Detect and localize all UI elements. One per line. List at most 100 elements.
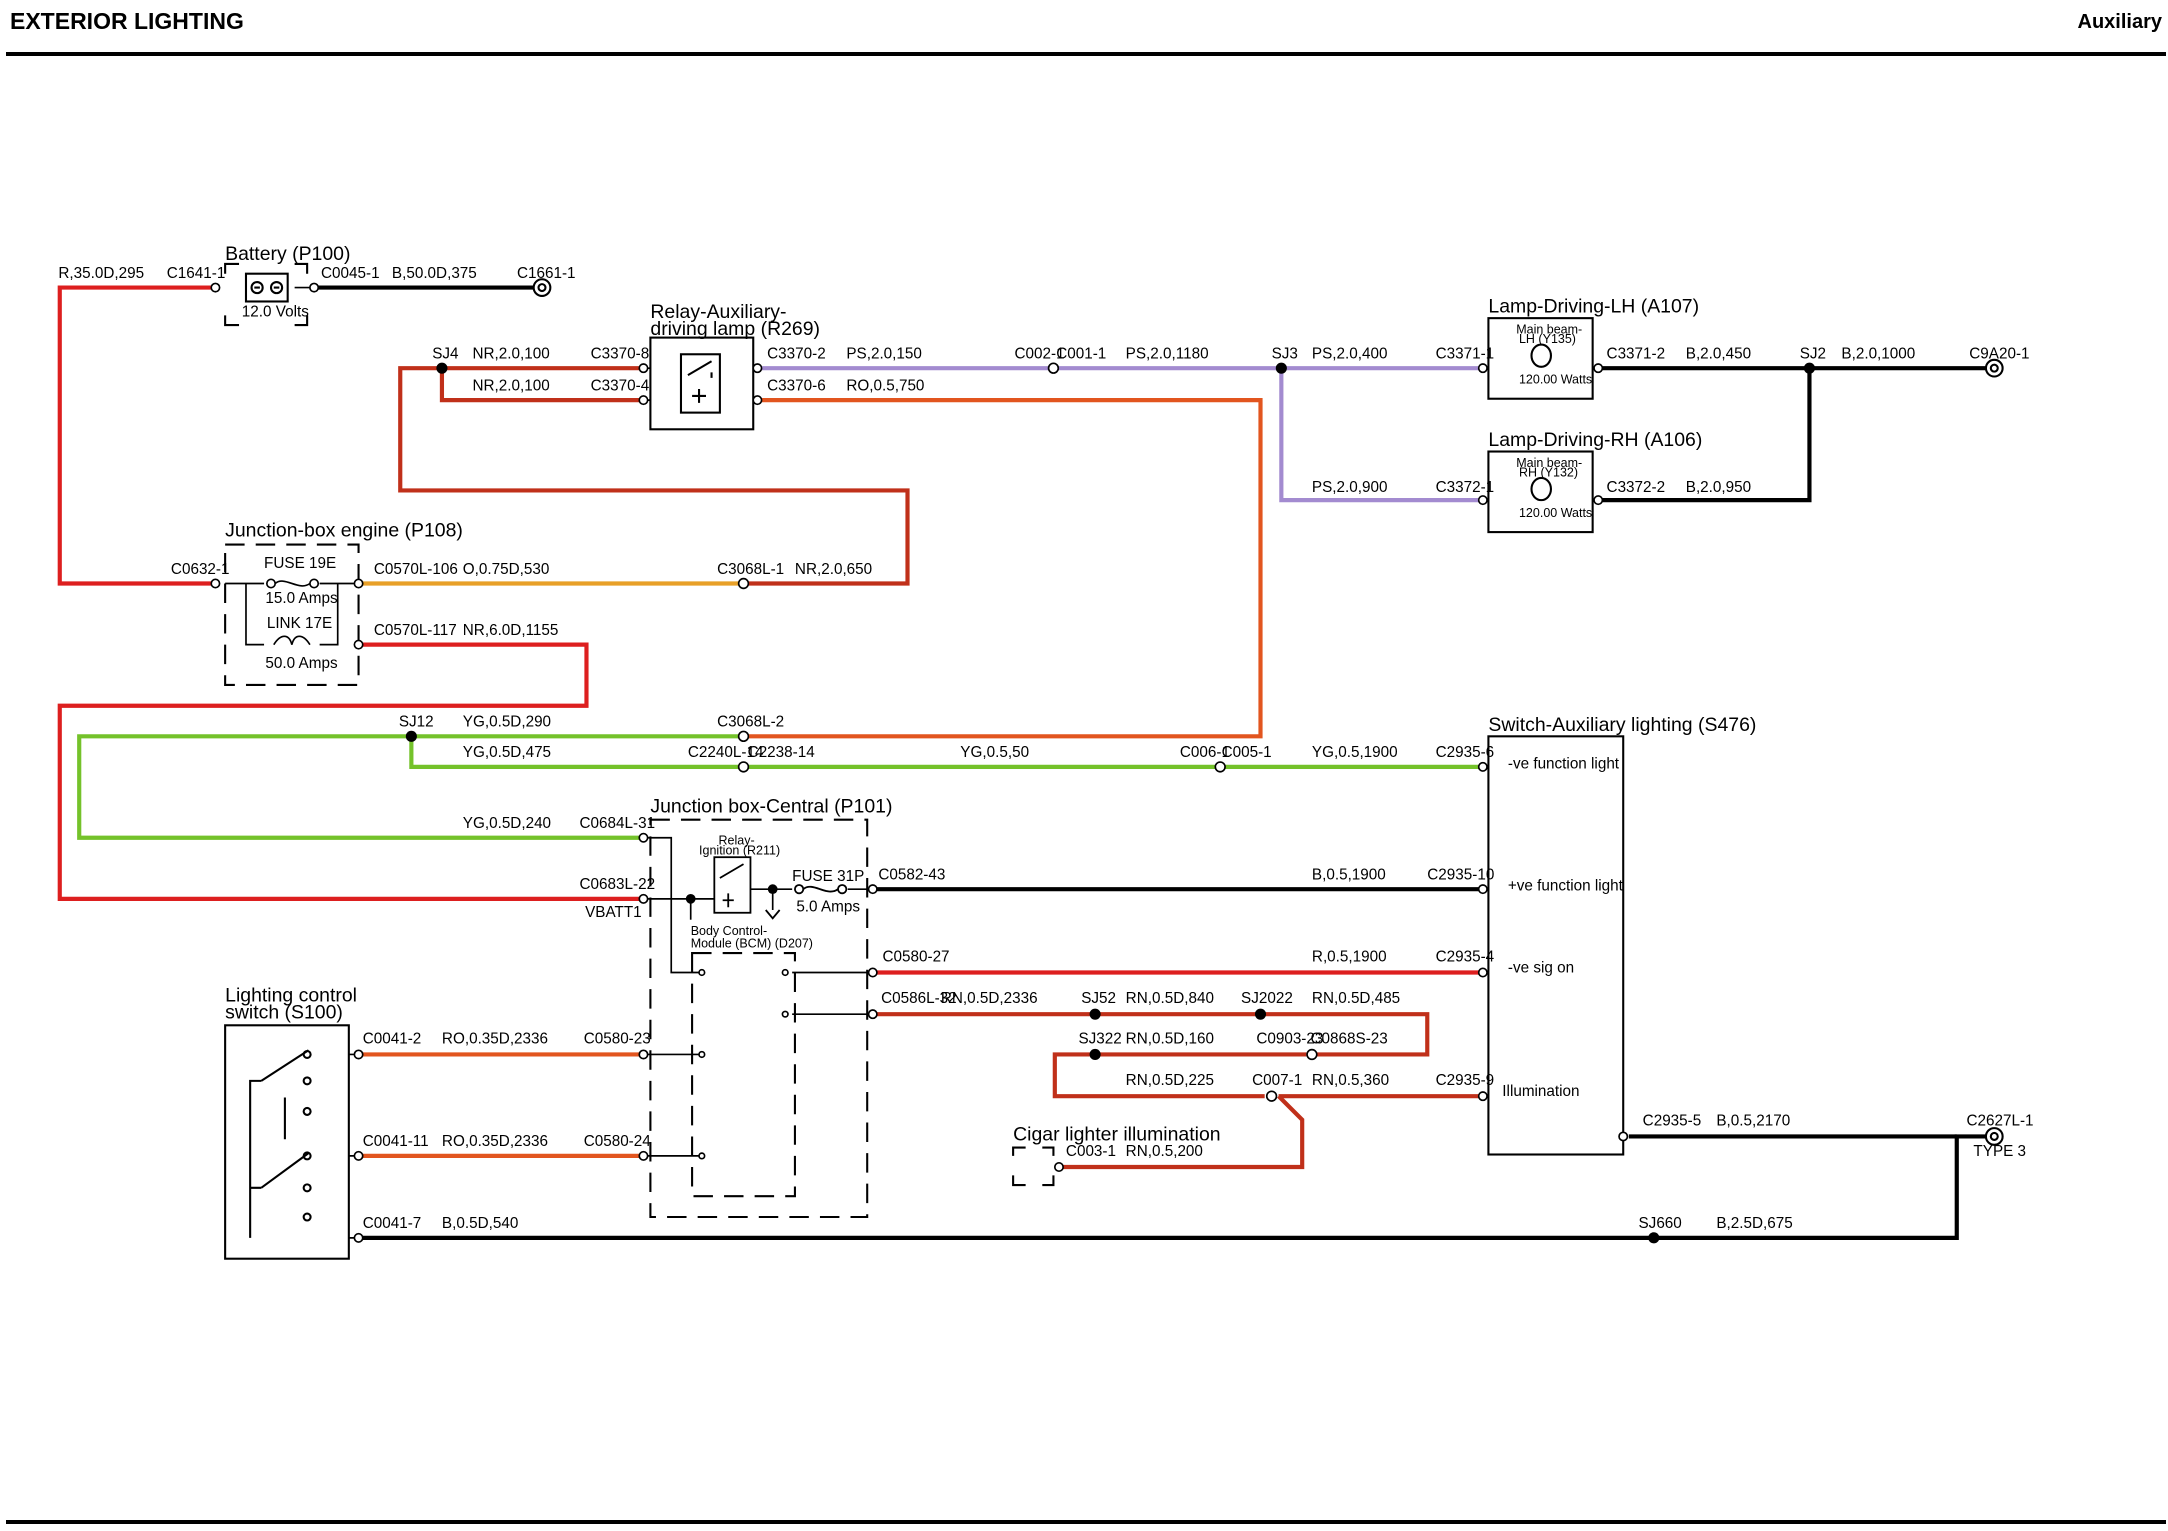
label-w-r1900: R,0.5,1900 <box>1312 948 1387 965</box>
label-c0570-106: C0570L-106 <box>374 561 458 578</box>
label-c0041-11: C0041-11 <box>363 1133 429 1150</box>
label-c3372-1: C3372-1 <box>1436 479 1495 496</box>
label-w-b1900: B,0.5,1900 <box>1312 866 1386 883</box>
switch-aux-pin-4: Illumination <box>1502 1083 1579 1100</box>
header-bar: EXTERIOR LIGHTING Auxiliary <box>0 0 2168 60</box>
label-c1661: C1661-1 <box>517 265 576 282</box>
wire-labels: R,35.0D,295 C1641-1 C0045-1 B,50.0D,375 … <box>58 265 2033 1232</box>
switch-aux-label: Switch-Auxiliary lighting (S476) <box>1488 714 1756 736</box>
label-c0045: C0045-1 <box>321 265 380 282</box>
label-c0580-23: C0580-23 <box>584 1030 651 1047</box>
label-sj12: SJ12 <box>399 714 434 731</box>
lamp-lh-box <box>1487 317 1594 400</box>
switch-aux-pin-1: -ve function light <box>1508 755 1620 772</box>
jbox-engine-label: Junction-box engine (P108) <box>225 519 463 541</box>
relay-aux-label-2: driving lamp (R269) <box>650 318 820 340</box>
label-w-b540: B,0.5D,540 <box>442 1215 518 1232</box>
link-17e-amps: 50.0 Amps <box>265 655 338 672</box>
switch-aux-pin-3: -ve sig on <box>1508 960 1574 977</box>
label-w-b675: B,2.5D,675 <box>1716 1215 1792 1232</box>
label-w-rn200: RN,0.5,200 <box>1126 1143 1203 1160</box>
label-w-nr100b: NR,2.0,100 <box>473 377 550 394</box>
label-c3068-1: C3068L-1 <box>717 561 784 578</box>
ground-terminals <box>532 278 2004 1146</box>
lamp-lh-watts: 120.00 Watts <box>1519 372 1592 386</box>
cigar-label: Cigar lighter illumination <box>1013 1124 1220 1146</box>
relay-ignition <box>713 856 848 920</box>
wire-ro-750 <box>746 398 1263 739</box>
label-c3370-6: C3370-6 <box>767 377 826 394</box>
label-c3371-2: C3371-2 <box>1607 345 1666 362</box>
jbox-central-box <box>649 818 869 1219</box>
label-c0580-24: C0580-24 <box>584 1133 652 1150</box>
label-w-nr100a: NR,2.0,100 <box>473 345 550 362</box>
relay-aux-box <box>649 336 755 431</box>
label-sj322: SJ322 <box>1078 1030 1121 1047</box>
fuse-19e-label: FUSE 19E <box>264 555 336 572</box>
relay-ign-label-1: Relay- <box>718 834 754 848</box>
fuse-31p-amps: 5.0 Amps <box>796 898 860 915</box>
label-sj4: SJ4 <box>432 345 459 362</box>
lamp-lh-inner-2: LH (Y135) <box>1519 332 1576 346</box>
label-c3370-4: C3370-4 <box>591 377 650 394</box>
label-w-b950: B,2.0,950 <box>1686 479 1751 496</box>
lamp-rh-label: Lamp-Driving-RH (A106) <box>1488 429 1702 451</box>
label-c0586: C0586L-32 <box>881 990 957 1007</box>
terminals <box>210 282 1629 1243</box>
label-w-nr1155: NR,6.0D,1155 <box>463 622 559 639</box>
label-c3372-2: C3372-2 <box>1607 479 1666 496</box>
fuse-19e-amps: 15.0 Amps <box>265 590 338 607</box>
label-c0632: C0632-1 <box>171 561 230 578</box>
label-w-b2170: B,0.5,2170 <box>1716 1112 1790 1129</box>
wire-ro-switch <box>358 1052 644 1158</box>
bcm-label-1: Body Control- <box>691 924 767 938</box>
lighting-control-switch-box <box>224 1024 350 1260</box>
label-w-rn2336: RN,0.5D,2336 <box>941 990 1038 1007</box>
label-c3370-2: C3370-2 <box>767 345 826 362</box>
label-c005: C005-1 <box>1222 744 1272 761</box>
label-c9a20: C9A20-1 <box>1969 345 2029 362</box>
label-w-b450: B,2.0,450 <box>1686 345 1751 362</box>
label-sj660: SJ660 <box>1639 1215 1682 1232</box>
bcm-label-2: Module (BCM) (D207) <box>691 936 813 950</box>
label-c0582: C0582-43 <box>878 866 945 883</box>
label-c2240: C2240L-14 <box>688 744 764 761</box>
label-w-b50: B,50.0D,375 <box>392 265 477 282</box>
fuse-31p-label: FUSE 31P <box>792 868 864 885</box>
label-w-ro750: RO,0.5,750 <box>846 377 924 394</box>
top-rule <box>6 52 2166 56</box>
label-w-yg475: YG,0.5D,475 <box>463 744 551 761</box>
label-w-b1000: B,2.0,1000 <box>1841 345 1915 362</box>
lamp-rh-inner-1: Main beam- <box>1516 456 1582 470</box>
label-c2935-4: C2935-4 <box>1436 948 1495 965</box>
relay-ign-label-2: Ignition (R211) <box>699 843 780 857</box>
label-c001: C001-1 <box>1056 345 1106 362</box>
label-c007: C007-1 <box>1252 1072 1302 1089</box>
wire-bottom-ground <box>358 1134 1988 1240</box>
label-c1641: C1641-1 <box>167 265 226 282</box>
label-w-yg1900: YG,0.5,1900 <box>1312 744 1398 761</box>
section-title: Auxiliary <box>2077 11 2162 33</box>
battery-volts: 12.0 Volts <box>242 304 309 321</box>
label-w-ro2336b: RO,0.35D,2336 <box>442 1133 548 1150</box>
label-c0041-7: C0041-7 <box>363 1215 422 1232</box>
label-c2935-6: C2935-6 <box>1436 744 1495 761</box>
label-c0868: C0868S-23 <box>1311 1030 1388 1047</box>
wire-red-battery <box>57 285 216 586</box>
wire-lamp-ground <box>1598 366 1988 503</box>
lamp-lh-inner-1: Main beam- <box>1516 322 1582 336</box>
fuse-19e <box>265 578 320 646</box>
battery-label: Battery (P100) <box>225 243 350 265</box>
label-c006: C006-1 <box>1180 744 1230 761</box>
label-w-ro2336a: RO,0.35D,2336 <box>442 1030 548 1047</box>
splice-dots <box>405 362 1816 1244</box>
label-c3068-2: C3068L-2 <box>717 714 784 731</box>
label-w-rn485: RN,0.5D,485 <box>1312 990 1400 1007</box>
label-w-yg290: YG,0.5D,290 <box>463 714 551 731</box>
label-type3: TYPE 3 <box>1973 1143 2026 1160</box>
lamp-rh-inner-2: RH (Y132) <box>1519 466 1578 480</box>
label-w-yg240: YG,0.5D,240 <box>463 815 551 832</box>
label-c0684: C0684L-31 <box>580 815 656 832</box>
label-c3371-1: C3371-1 <box>1436 345 1495 362</box>
